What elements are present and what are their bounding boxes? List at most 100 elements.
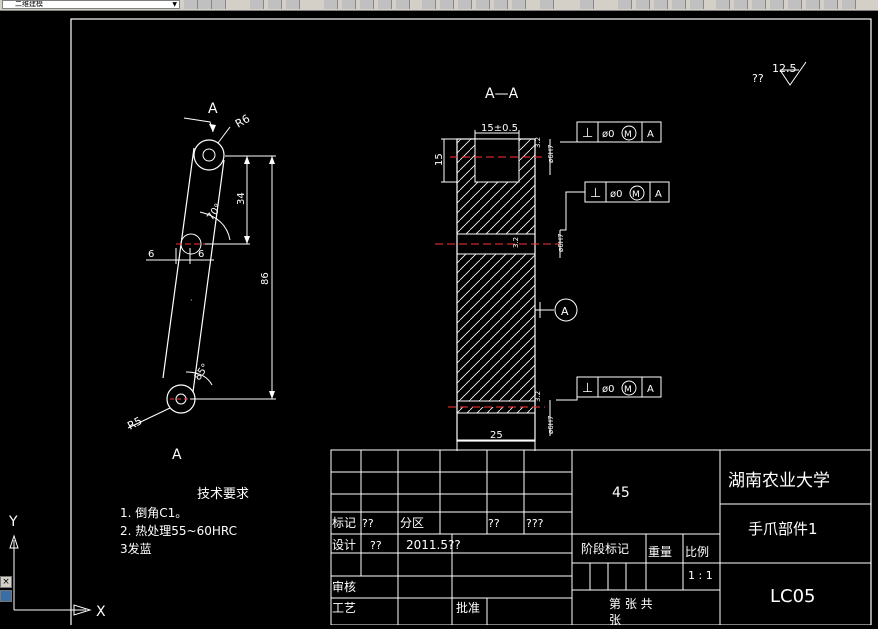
tb-mark-q3: ??? — [526, 517, 544, 530]
tol-symbol-3: ⊥ — [582, 381, 593, 396]
drawing-canvas[interactable]: ?? 12.5 A A R6 R5 70° 85° 34 — [0, 11, 878, 629]
tol-datum-3: A — [647, 384, 654, 395]
tol-modifier-1: M — [624, 130, 632, 140]
tb-mark-q1: ?? — [362, 517, 374, 530]
svg-text:·: · — [190, 296, 193, 305]
dim-ra-3: 3.2 — [534, 391, 542, 402]
toolbar-button[interactable] — [540, 0, 554, 9]
toolbar-button[interactable] — [512, 0, 526, 9]
view-label-a-bottom: A — [172, 447, 182, 463]
drawing-frame — [70, 18, 872, 629]
tb-design-date: 2011.5?? — [406, 538, 461, 552]
ucs-side-controls: × — [0, 570, 16, 610]
toolbar-button[interactable] — [654, 0, 668, 9]
roughness-prefix: ?? — [752, 72, 764, 85]
front-view: A A R6 R5 70° 85° 34 86 6 — [125, 101, 276, 463]
title-block-text: 45 湖南农业大学 手爪部件1 LC05 标记 ?? 分区 ?? ??? 设计 … — [332, 471, 830, 627]
title-block — [330, 449, 872, 626]
dim-6b: 6 — [198, 249, 204, 260]
tolerance-frame-3: ⊥ ø0 M A — [556, 376, 662, 401]
toolbar-button[interactable] — [286, 0, 300, 9]
tol-symbol-1: ⊥ — [582, 126, 593, 141]
toolbar-button[interactable] — [476, 0, 490, 9]
workspace-combo-value: 二维建模 — [15, 0, 43, 8]
toolbar-button[interactable] — [212, 0, 226, 9]
toolbar-button[interactable] — [752, 0, 766, 9]
tb-weight: 重量 — [648, 545, 672, 559]
toolbar-button[interactable] — [184, 0, 198, 9]
tb-approve: 批准 — [456, 600, 480, 615]
dim-15: 15 — [434, 153, 445, 166]
toolbar-button[interactable] — [458, 0, 472, 9]
toolbar-button[interactable] — [770, 0, 784, 9]
drawing-number: LC05 — [770, 586, 816, 607]
toolbar: 二维建模 ▼ — [0, 0, 878, 11]
tolerance-frame-2: ⊥ ø0 M A — [560, 181, 670, 231]
toolbar-button[interactable] — [422, 0, 436, 9]
dim-6a: 6 — [148, 249, 154, 260]
dim-15pm: 15±0.5 — [481, 123, 518, 134]
toolbar-button[interactable] — [618, 0, 632, 9]
toolbar-button[interactable] — [494, 0, 508, 9]
tb-stage-mark: 阶段标记 — [581, 541, 629, 556]
datum-marker: A — [561, 305, 569, 318]
toolbar-button[interactable] — [250, 0, 264, 9]
tech-requirements: 技术要求 1. 倒角C1。 2. 热处理55~60HRC 3发蓝 — [120, 487, 249, 556]
tb-zone-label: 分区 — [400, 516, 424, 530]
toolbar-button[interactable] — [342, 0, 356, 9]
palette-icon[interactable] — [0, 590, 12, 602]
tb-design-q: ?? — [370, 539, 382, 552]
toolbar-button[interactable] — [360, 0, 374, 9]
toolbar-button[interactable] — [806, 0, 820, 9]
tb-process: 工艺 — [332, 601, 356, 615]
toolbar-button[interactable] — [198, 0, 212, 9]
toolbar-button[interactable] — [440, 0, 454, 9]
dim-86: 86 — [260, 272, 271, 285]
dim-34: 34 — [236, 192, 247, 205]
toolbar-button[interactable] — [378, 0, 392, 9]
toolbar-button[interactable] — [716, 0, 730, 9]
toolbar-button[interactable] — [396, 0, 410, 9]
dim-r5: R5 — [125, 414, 144, 432]
toolbar-button[interactable] — [672, 0, 686, 9]
toolbar-button[interactable] — [690, 0, 704, 9]
tb-mark-q2: ?? — [488, 517, 500, 530]
part-name: 手爪部件1 — [748, 520, 818, 538]
workspace-combo[interactable]: 二维建模 ▼ — [2, 0, 180, 9]
toolbar-button[interactable] — [842, 0, 856, 9]
toolbar-button[interactable] — [788, 0, 802, 9]
dim-fit-3: ø6H7 — [547, 416, 555, 434]
toolbar-button[interactable] — [824, 0, 838, 9]
toolbar-button[interactable] — [324, 0, 338, 9]
tb-scale-value: 1 : 1 — [688, 569, 713, 582]
tol-value-3: ø0 — [602, 384, 614, 395]
tb-scale-label: 比例 — [685, 545, 709, 559]
view-label-a-top: A — [208, 101, 218, 117]
dim-ra-2: 3.2 — [512, 237, 520, 248]
ucs-y-label: Y — [8, 514, 18, 530]
toolbar-button[interactable] — [734, 0, 748, 9]
tb-sheet: 第 张 共 — [609, 597, 653, 611]
tech-req-line-2: 2. 热处理55~60HRC — [120, 524, 237, 538]
roughness-symbol: ?? 12.5 — [752, 61, 807, 86]
dim-fit-1: ø6H7 — [547, 145, 555, 163]
toolbar-button[interactable] — [268, 0, 282, 9]
dim-25: 25 — [490, 430, 503, 441]
tol-value-2: ø0 — [610, 189, 622, 200]
ucs-icon: Y X — [8, 514, 106, 620]
toolbar-button[interactable] — [636, 0, 650, 9]
tol-datum-2: A — [655, 189, 662, 200]
ucs-x-label: X — [96, 604, 106, 620]
tol-value-1: ø0 — [602, 129, 614, 140]
chevron-down-icon[interactable]: ▼ — [172, 1, 177, 8]
close-icon[interactable]: × — [0, 576, 12, 588]
dim-fit-2: ø6H7 — [557, 234, 565, 252]
tb-review: 审核 — [332, 579, 356, 594]
toolbar-button[interactable] — [580, 0, 594, 9]
university-name: 湖南农业大学 — [728, 471, 830, 491]
section-label: A—A — [485, 86, 519, 102]
tol-symbol-2: ⊥ — [590, 186, 601, 201]
dim-angle-top: 70° — [205, 202, 224, 223]
drawing-svg[interactable]: ?? 12.5 A A R6 R5 70° 85° 34 — [0, 11, 878, 629]
tb-mark-label: 标记 — [332, 516, 356, 530]
